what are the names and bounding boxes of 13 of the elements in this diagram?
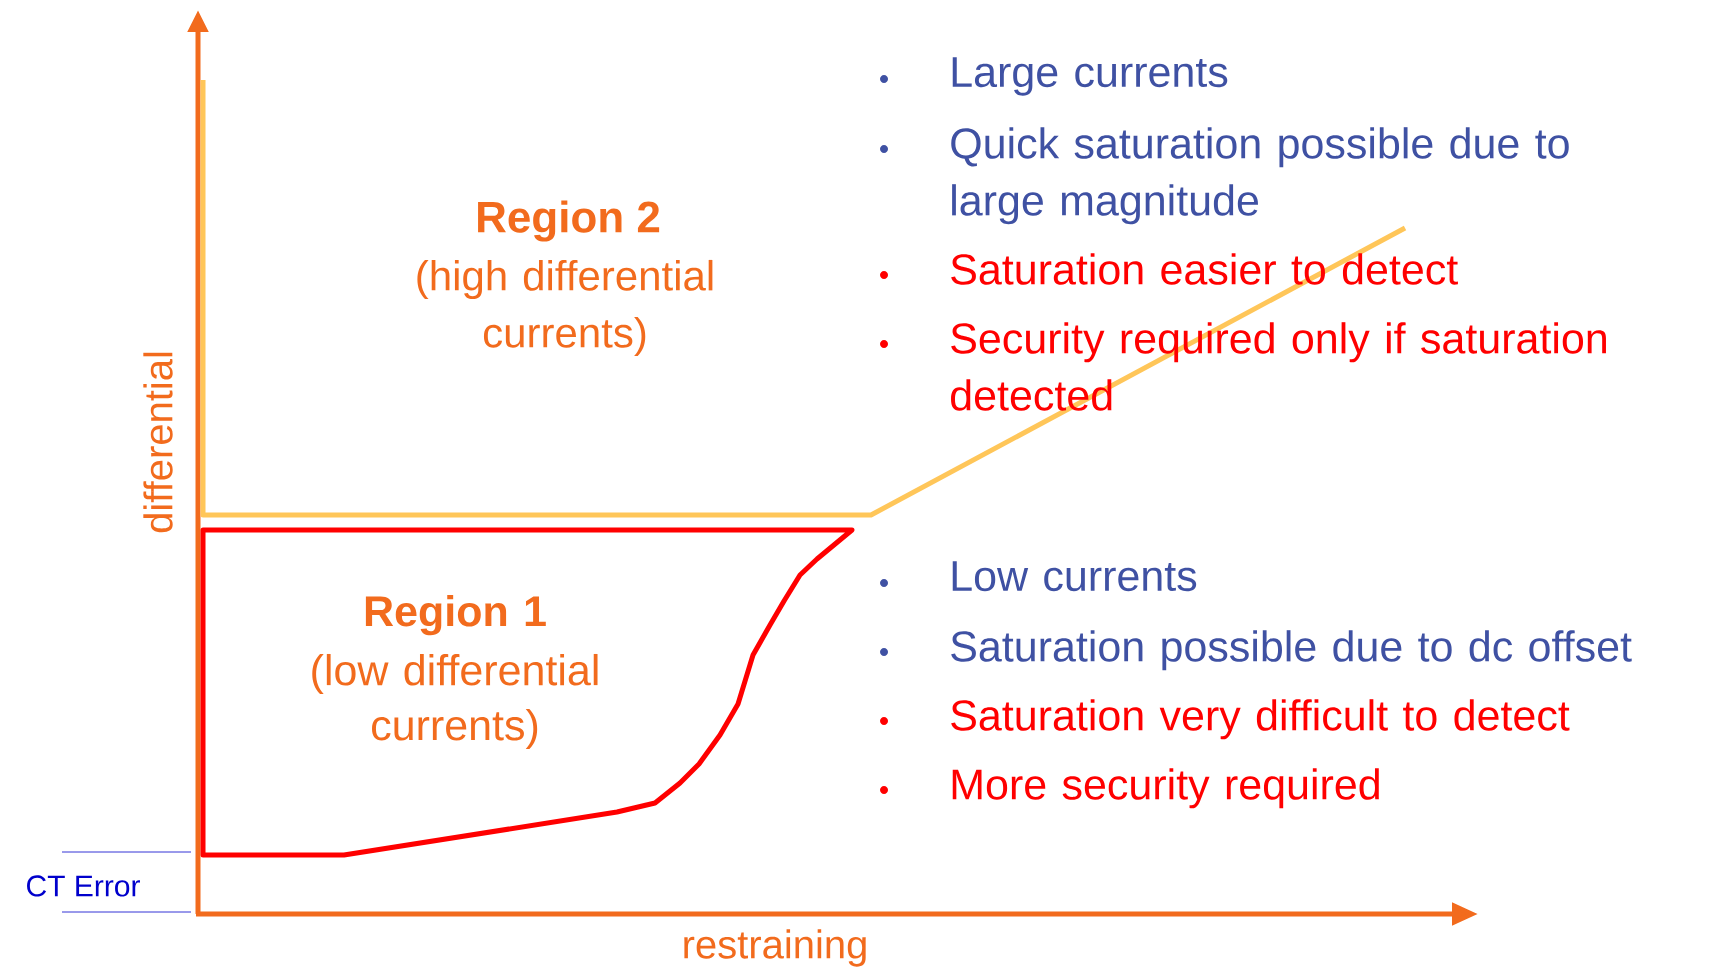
region-outline: Region 1 (low differential currents) bbox=[200, 527, 855, 858]
region-label: (high differential currents) bbox=[417, 259, 713, 357]
bullet-item: Saturation possible due to dc offset bbox=[880, 630, 1632, 671]
axis-label: restraining bbox=[684, 929, 866, 967]
region-label: Region 2 bbox=[478, 200, 660, 242]
bullet-item: Saturation very difficult to detect bbox=[880, 699, 1570, 740]
bullet-item: Large currents bbox=[880, 57, 1228, 96]
bullet-item: Low currents bbox=[880, 561, 1197, 592]
bullet-item: Quick saturation possible due to large magnitude bbox=[880, 127, 1569, 225]
dimension-label: CT Error bbox=[27, 875, 140, 897]
bullet-item: More security required bbox=[880, 768, 1379, 809]
axis-label: differential bbox=[143, 352, 173, 533]
bullet-item: Saturation easier to detect bbox=[880, 253, 1458, 285]
